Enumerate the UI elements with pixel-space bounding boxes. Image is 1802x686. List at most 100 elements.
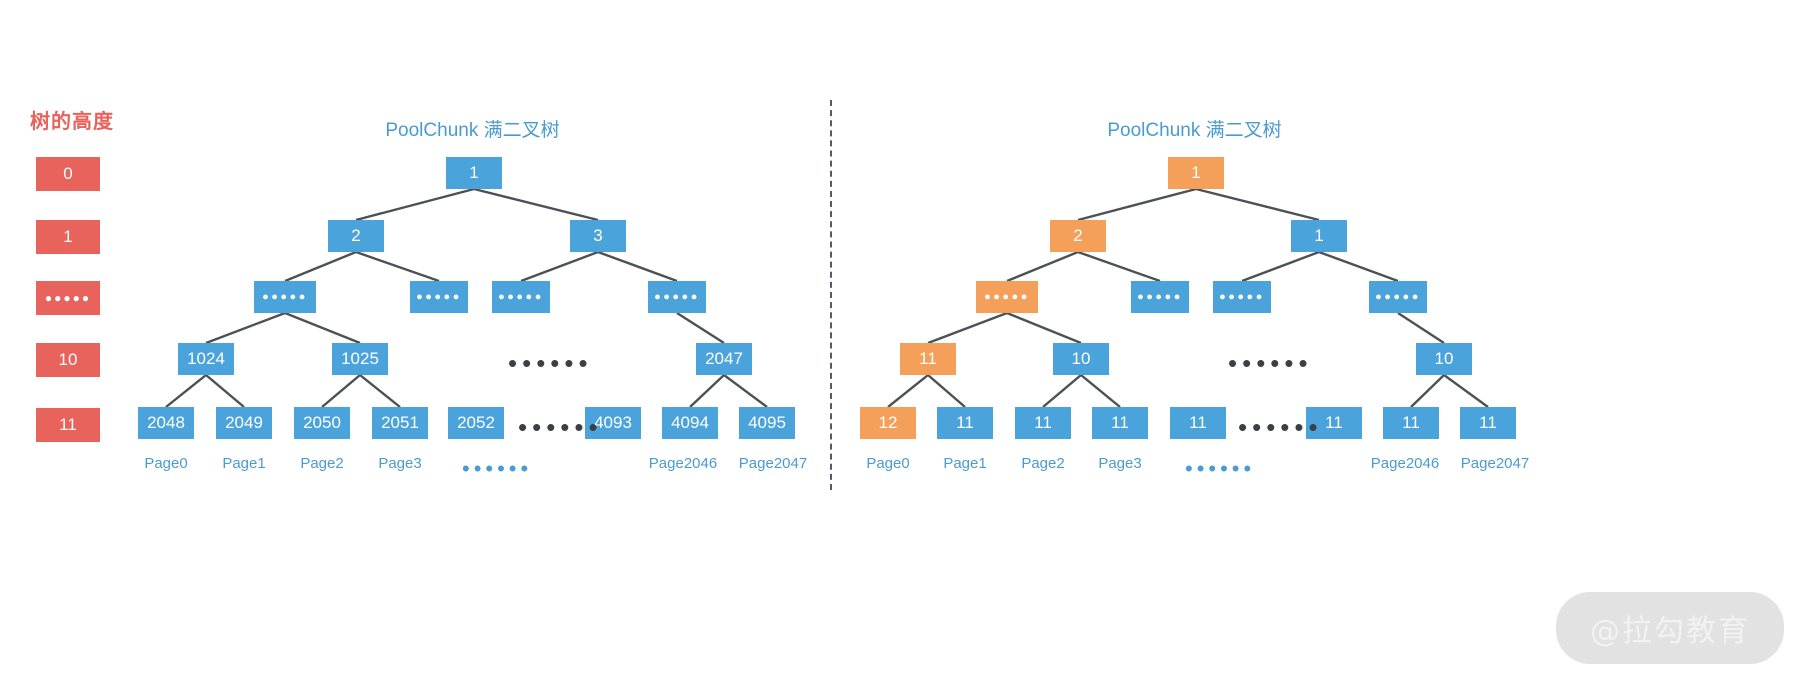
left-page-ellipsis-icon: •••••• xyxy=(462,456,533,481)
left-page-label-2: Page2 xyxy=(300,455,344,472)
right-page-label-1: Page1 xyxy=(943,455,987,472)
right-edge-9 xyxy=(887,374,929,408)
left-page-label-4: Page2046 xyxy=(648,455,718,472)
height-chip-2: ●●●●● xyxy=(36,281,100,315)
left-mid-ellipsis-icon: •••••• xyxy=(508,348,593,378)
right-edge-2 xyxy=(1006,250,1079,283)
right-node-14[interactable]: 11 xyxy=(1170,407,1226,439)
left-node-0[interactable]: 1 xyxy=(446,157,502,189)
height-legend: 树的高度 xyxy=(30,105,160,134)
right-node-13[interactable]: 11 xyxy=(1092,407,1148,439)
left-edge-11 xyxy=(321,374,361,408)
left-node-11[interactable]: 2049 xyxy=(216,407,272,439)
left-tree-title: PoolChunk 满二叉树 xyxy=(385,120,560,141)
right-edge-11 xyxy=(1042,374,1082,408)
left-edge-10 xyxy=(205,374,245,408)
right-node-9[interactable]: 10 xyxy=(1416,343,1472,375)
left-edge-9 xyxy=(165,374,207,408)
left-edge-0 xyxy=(355,187,475,222)
left-page-label-5: Page2047 xyxy=(738,455,808,472)
right-node-7[interactable]: 11 xyxy=(900,343,956,375)
right-edge-1 xyxy=(1195,187,1320,222)
left-node-8[interactable]: 1025 xyxy=(332,343,388,375)
right-edge-10 xyxy=(927,374,966,408)
left-edge-1 xyxy=(473,187,599,222)
right-edge-12 xyxy=(1080,374,1121,408)
right-node-15[interactable]: 11 xyxy=(1306,407,1362,439)
left-page-label-3: Page3 xyxy=(378,455,422,472)
left-edge-7 xyxy=(284,311,361,345)
right-edge-5 xyxy=(1318,250,1399,283)
right-edge-8 xyxy=(1397,311,1445,345)
right-mid-ellipsis-icon: •••••• xyxy=(1228,348,1313,378)
right-edge-4 xyxy=(1241,250,1320,283)
ellipsis-icon: ●●●●● xyxy=(44,291,92,305)
ellipsis-icon: ●●●●● xyxy=(1219,290,1265,303)
ellipsis-icon: ●●●●● xyxy=(498,290,544,303)
right-node-4[interactable]: ●●●●● xyxy=(1131,281,1189,313)
left-edge-14 xyxy=(723,374,768,408)
left-node-15[interactable]: 4093 xyxy=(585,407,641,439)
left-node-6[interactable]: ●●●●● xyxy=(648,281,706,313)
right-node-12[interactable]: 11 xyxy=(1015,407,1071,439)
left-edge-2 xyxy=(284,250,357,283)
left-node-9[interactable]: 2047 xyxy=(696,343,752,375)
left-edge-13 xyxy=(689,374,725,408)
ellipsis-icon: ●●●●● xyxy=(416,290,462,303)
right-node-16[interactable]: 11 xyxy=(1383,407,1439,439)
left-node-10[interactable]: 2048 xyxy=(138,407,194,439)
left-node-5[interactable]: ●●●●● xyxy=(492,281,550,313)
right-page-label-2: Page2 xyxy=(1021,455,1065,472)
right-node-3[interactable]: ●●●●● xyxy=(976,281,1038,313)
left-node-13[interactable]: 2051 xyxy=(372,407,428,439)
left-node-4[interactable]: ●●●●● xyxy=(410,281,468,313)
right-node-8[interactable]: 10 xyxy=(1053,343,1109,375)
left-node-12[interactable]: 2050 xyxy=(294,407,350,439)
left-page-label-0: Page0 xyxy=(144,455,188,472)
left-node-16[interactable]: 4094 xyxy=(662,407,718,439)
height-chip-4: 11 xyxy=(36,408,100,442)
right-page-label-5: Page2047 xyxy=(1460,455,1530,472)
left-edge-8 xyxy=(676,311,725,345)
left-node-2[interactable]: 3 xyxy=(570,220,626,252)
left-node-7[interactable]: 1024 xyxy=(178,343,234,375)
left-leaf-ellipsis-icon: •••••• xyxy=(518,412,603,442)
right-node-0[interactable]: 1 xyxy=(1168,157,1224,189)
right-edge-0 xyxy=(1077,187,1197,222)
height-chip-0: 0 xyxy=(36,157,100,191)
right-node-6[interactable]: ●●●●● xyxy=(1369,281,1427,313)
right-node-10[interactable]: 12 xyxy=(860,407,916,439)
left-node-1[interactable]: 2 xyxy=(328,220,384,252)
left-edge-12 xyxy=(359,374,401,408)
left-page-label-1: Page1 xyxy=(222,455,266,472)
right-node-1[interactable]: 2 xyxy=(1050,220,1106,252)
left-edge-5 xyxy=(597,250,678,283)
right-page-label-0: Page0 xyxy=(866,455,910,472)
ellipsis-icon: ●●●●● xyxy=(654,290,700,303)
right-edge-3 xyxy=(1077,250,1161,283)
left-edge-4 xyxy=(520,250,599,283)
right-node-11[interactable]: 11 xyxy=(937,407,993,439)
left-node-17[interactable]: 4095 xyxy=(739,407,795,439)
ellipsis-icon: ●●●●● xyxy=(1137,290,1183,303)
left-edge-6 xyxy=(205,311,286,345)
left-node-3[interactable]: ●●●●● xyxy=(254,281,316,313)
right-tree-title: PoolChunk 满二叉树 xyxy=(1107,120,1282,141)
right-node-5[interactable]: ●●●●● xyxy=(1213,281,1271,313)
left-edge-3 xyxy=(355,250,440,283)
height-chip-1: 1 xyxy=(36,220,100,254)
ellipsis-icon: ●●●●● xyxy=(262,290,308,303)
right-page-label-4: Page2046 xyxy=(1370,455,1440,472)
right-edge-13 xyxy=(1410,374,1445,408)
right-node-17[interactable]: 11 xyxy=(1460,407,1516,439)
right-page-label-3: Page3 xyxy=(1098,455,1142,472)
right-node-2[interactable]: 1 xyxy=(1291,220,1347,252)
watermark: @拉勾教育 xyxy=(1556,592,1784,664)
panel-divider xyxy=(830,100,832,490)
right-leaf-ellipsis-icon: •••••• xyxy=(1238,412,1323,442)
ellipsis-icon: ●●●●● xyxy=(1375,290,1421,303)
right-edge-7 xyxy=(1006,311,1082,345)
height-legend-title: 树的高度 xyxy=(30,111,114,133)
left-node-14[interactable]: 2052 xyxy=(448,407,504,439)
